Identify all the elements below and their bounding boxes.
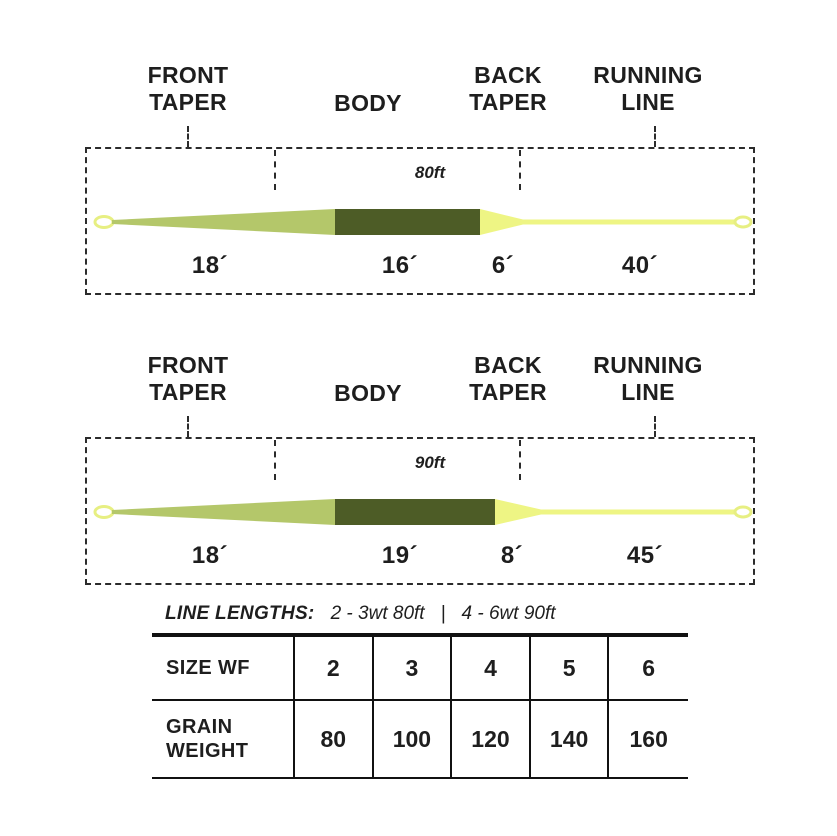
table-cell-grain: 80: [295, 701, 374, 777]
table-cell-grain: 160: [629, 725, 668, 752]
welded-loop-icon: [93, 505, 115, 519]
section-length-body: 19´: [381, 542, 419, 569]
table-header-grain-weight: GRAIN WEIGHT: [152, 701, 295, 777]
grain-weight-label: GRAIN WEIGHT: [166, 716, 249, 762]
section-length-front-taper: 18´: [191, 252, 229, 279]
diagram-boundary-box: [85, 147, 755, 295]
section-length-running-line: 45´: [626, 542, 664, 569]
line-spec-table: SIZE WF 2 3 4 5 6 GRAIN WEIGHT 80 100 12…: [152, 633, 688, 779]
leader-line: [519, 440, 521, 480]
front-taper-shape: [112, 499, 335, 525]
table-cell-size: 6: [609, 637, 688, 701]
section-label-running-line: RUNNING LINE: [593, 62, 703, 115]
welded-loop-icon: [93, 215, 115, 229]
back-taper-shape: [495, 499, 541, 525]
welded-loop-icon: [733, 505, 753, 519]
table-cell-size: 2: [295, 637, 374, 701]
total-length-label: 80ft: [414, 163, 446, 182]
leader-line: [654, 126, 656, 147]
line-lengths-separator: |: [440, 603, 446, 624]
table-cell-size: 5: [530, 637, 610, 701]
table-cell-grain: 100: [374, 701, 453, 777]
section-length-body: 16´: [381, 252, 419, 279]
running-line-shape: [541, 509, 736, 515]
body-shape: [335, 209, 480, 235]
welded-loop-icon: [733, 215, 753, 229]
fly-line-profile-graphic: [93, 209, 753, 235]
section-label-front-taper: FRONT TAPER: [147, 62, 229, 115]
diagram-boundary-box: [85, 437, 755, 585]
section-length-running-line: 40´: [621, 252, 659, 279]
leader-line: [519, 150, 521, 190]
section-label-back-taper: BACK TAPER: [469, 352, 547, 405]
fly-line-profile-graphic: [93, 499, 753, 525]
leader-line: [187, 416, 189, 437]
back-taper-shape: [480, 209, 523, 235]
section-label-body: BODY: [334, 380, 402, 406]
section-length-front-taper: 18´: [191, 542, 229, 569]
section-label-back-taper: BACK TAPER: [469, 62, 547, 115]
section-length-back-taper: 6´: [491, 252, 515, 279]
leader-line: [274, 440, 276, 480]
table-cell-grain: 140: [531, 701, 610, 777]
section-length-back-taper: 8´: [500, 542, 524, 569]
section-label-front-taper: FRONT TAPER: [147, 352, 229, 405]
body-shape: [335, 499, 495, 525]
leader-line: [274, 150, 276, 190]
section-label-body: BODY: [334, 90, 402, 116]
line-lengths-label: LINE LENGTHS:: [165, 603, 315, 624]
total-length-label: 90ft: [414, 453, 446, 472]
line-lengths-note: LINE LENGTHS: 2 - 3wt 80ft | 4 - 6wt 90f…: [165, 603, 556, 625]
table-cell-grain: 120: [452, 701, 531, 777]
leader-line: [654, 416, 656, 437]
leader-line: [187, 126, 189, 147]
line-lengths-spec-2: 4 - 6wt 90ft: [461, 603, 556, 624]
line-lengths-spec-1: 2 - 3wt 80ft: [330, 603, 425, 624]
table-cell-size: 4: [452, 637, 531, 701]
section-label-running-line: RUNNING LINE: [593, 352, 703, 405]
table-header-size-wf: SIZE WF: [152, 637, 295, 701]
table-cell-size: 3: [373, 637, 453, 701]
front-taper-shape: [112, 209, 335, 235]
running-line-shape: [523, 219, 736, 225]
